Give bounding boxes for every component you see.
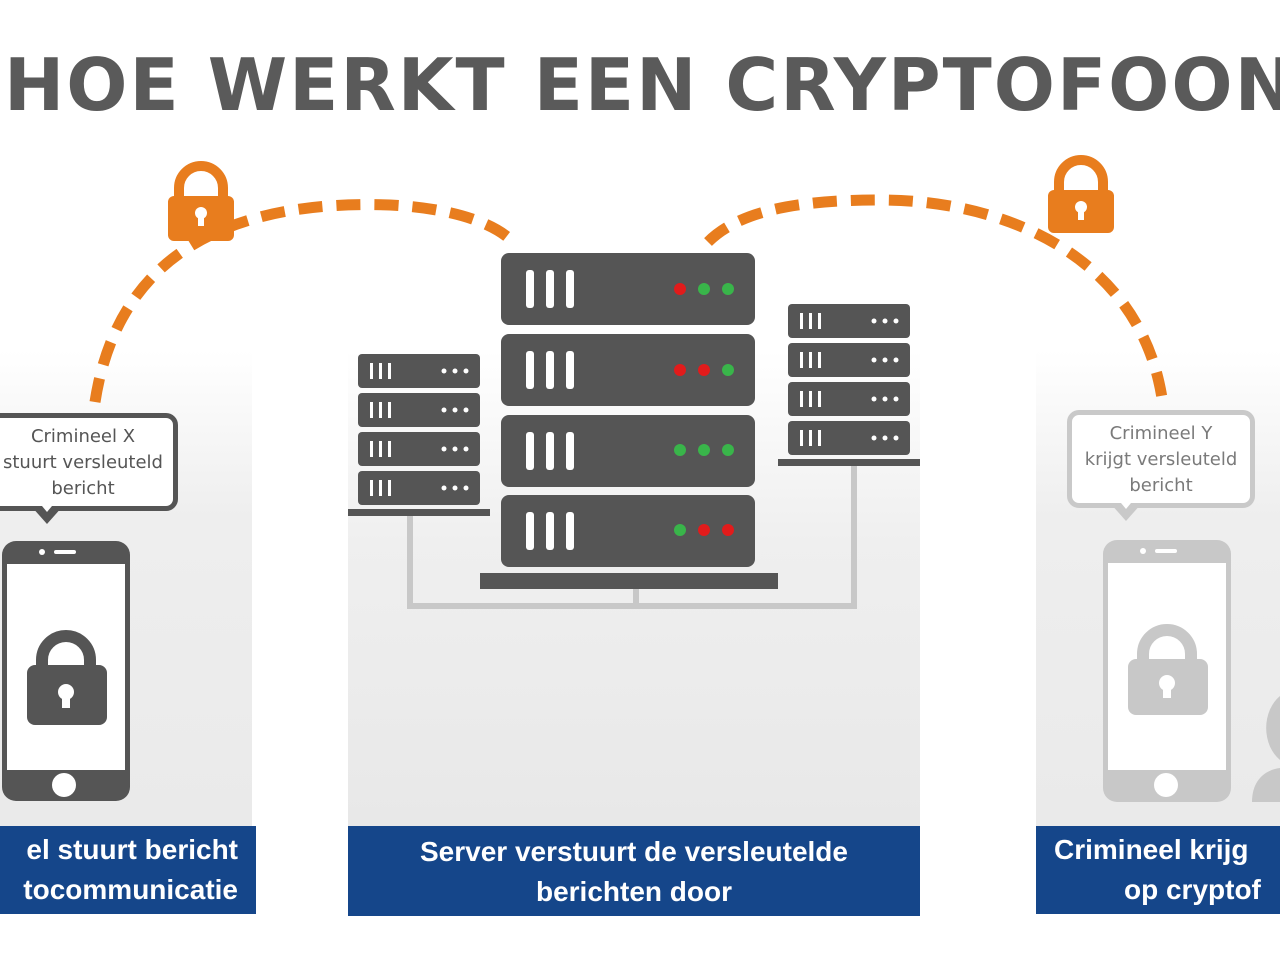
status-led: [698, 444, 710, 456]
encrypted-link-left: [89, 199, 520, 403]
caption-line: op cryptof: [1124, 874, 1261, 905]
bubble-text: bericht: [1129, 475, 1193, 496]
page-title: HOE WERKT EEN CRYPTOFOON?: [4, 43, 1280, 127]
status-led: [674, 444, 686, 456]
caption-line: Server verstuurt de versleutelde: [420, 836, 848, 867]
status-led: [722, 524, 734, 536]
bubble-text: Crimineel X: [30, 426, 136, 447]
padlock-icon: [1048, 155, 1114, 233]
caption-line: berichten door: [535, 876, 732, 907]
server-stack-left: [348, 354, 490, 516]
server-rack-icon: [480, 253, 778, 589]
server-stack-right: [778, 304, 920, 466]
network-cable: [407, 466, 857, 609]
status-led: [674, 364, 686, 376]
encrypted-link-right: [704, 194, 1168, 399]
status-led: [674, 524, 686, 536]
person-icon: [1252, 696, 1280, 802]
bubble-text: stuurt versleuteld: [3, 452, 163, 473]
caption-line: tocommunicatie: [23, 874, 238, 905]
caption-receiver: Crimineel krijg op cryptof: [1036, 826, 1280, 914]
padlock-icon: [27, 630, 107, 725]
status-led: [674, 283, 686, 295]
caption-sender: el stuurt bericht tocommunicatie: [0, 826, 256, 914]
server-status-leds: [674, 283, 734, 536]
bubble-text: krijgt versleuteld: [1084, 449, 1238, 470]
status-led: [722, 283, 734, 295]
bubble-tail: [1110, 497, 1142, 521]
status-led: [698, 283, 710, 295]
caption-server: Server verstuurt de versleutelde bericht…: [348, 826, 920, 916]
bubble-text: bericht: [51, 478, 115, 499]
speech-bubble-sender: Crimineel X stuurt versleuteld bericht: [0, 413, 178, 524]
bubble-text: Crimineel Y: [1109, 423, 1213, 444]
smartphone-icon: [2, 541, 130, 801]
padlock-icon: [168, 161, 234, 241]
caption-line: el stuurt bericht: [26, 834, 238, 865]
status-led: [722, 364, 734, 376]
speech-bubble-receiver: Crimineel Y krijgt versleuteld bericht: [1067, 410, 1255, 521]
caption-line: Crimineel krijg: [1054, 834, 1249, 865]
bubble-tail: [31, 500, 63, 524]
status-led: [698, 524, 710, 536]
status-led: [698, 364, 710, 376]
padlock-icon: [1128, 624, 1208, 715]
status-led: [722, 444, 734, 456]
